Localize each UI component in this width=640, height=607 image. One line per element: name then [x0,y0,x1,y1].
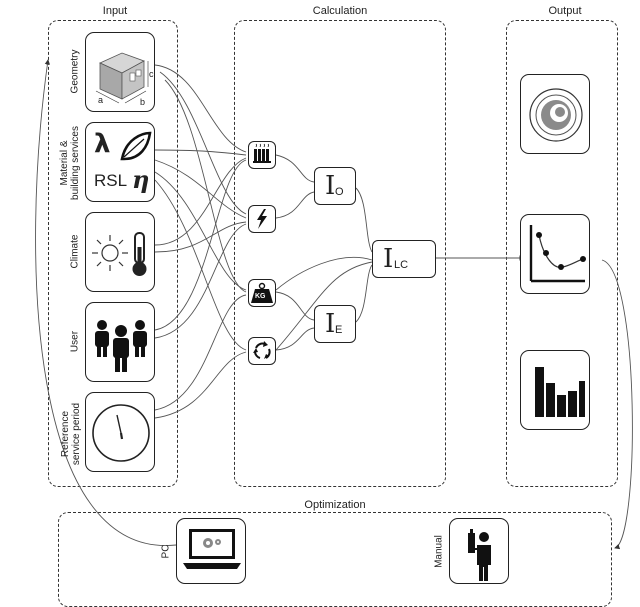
recycle-icon [253,341,271,359]
pc-label: PC [160,544,172,559]
output-title: Output [548,5,582,17]
pc-card[interactable] [176,518,246,584]
connection-lines [35,59,633,550]
eta-symbol: η [132,165,150,194]
material-label-line1: Material & [59,140,70,186]
connector-line [275,191,315,219]
calculation-frame [234,20,446,487]
reference-label: Reference service period [60,389,82,479]
connector-line [275,327,315,351]
ilc-main: I [383,244,394,274]
weight-kg-icon [251,282,273,303]
electricity-node[interactable] [248,205,276,233]
connector-line [164,79,247,293]
connector-line [154,294,247,411]
calculation-title: Calculation [312,5,368,17]
connector-line [154,179,247,351]
connector-line [154,159,247,219]
users-group-icon [95,320,147,372]
ilc-sub: LC [394,259,409,271]
curve-output-card[interactable] [520,214,590,294]
person-manual-icon [468,529,491,581]
lambda-symbol: λ [94,129,111,159]
operational-impact-box[interactable]: I O [314,167,356,205]
connector-line [275,291,315,321]
leaf-icon [120,131,152,161]
output-frame [506,20,618,487]
optimization-title: Optimization [290,499,380,511]
connector-line [154,221,247,253]
connector-line [154,149,247,156]
io-main: I [325,171,336,201]
ie-sub: E [335,324,343,336]
heating-node[interactable] [248,141,276,169]
connector-line [275,261,373,351]
target-diagram-icon [529,88,583,142]
climate-label: Climate [69,234,81,269]
connector-line [154,351,247,419]
feedback-line [601,259,633,550]
geometry-card[interactable]: a b c [85,32,155,112]
connector-line [154,64,247,153]
laptop-gears-icon [183,529,241,569]
optimization-curve-icon [529,225,586,283]
connector-line [154,223,247,339]
material-label-line2: building services [70,126,81,200]
manual-card[interactable] [449,518,509,584]
connector-line [275,256,373,291]
bar-chart-icon [535,367,585,417]
embodied-impact-box[interactable]: I E [314,305,356,343]
user-card[interactable] [85,302,155,382]
reference-label-line1: Reference [60,410,71,458]
material-card[interactable]: λ RSL η [85,122,155,202]
weight-node[interactable]: KG [248,279,276,307]
dim-c-label: c [149,69,154,79]
io-sub: O [335,186,344,198]
sun-thermometer-icon [92,232,147,276]
connector-line [275,154,315,183]
connector-line [355,187,373,253]
weight-text: KG [255,293,266,300]
ie-main: I [325,309,336,339]
input-title: Input [102,5,128,17]
feedback-line [35,59,177,546]
connector-line [159,71,247,215]
electricity-icon [257,209,267,229]
manual-label: Manual [433,535,445,568]
house-geometry-icon [95,52,149,104]
bar-output-card[interactable] [520,350,590,430]
reference-card[interactable] [85,392,155,472]
connector-line [355,264,373,323]
lifecycle-impact-box[interactable]: I LC [372,240,436,278]
clock-icon [92,404,150,462]
user-label: User [69,330,81,353]
dim-a-label: a [98,95,104,105]
connector-line [154,157,247,246]
geometry-label: Geometry [69,49,81,94]
target-output-card[interactable] [520,74,590,154]
radiator-icon [253,143,271,163]
material-label: Material & building services [59,113,81,213]
climate-card[interactable] [85,212,155,292]
connector-line [154,171,247,291]
reference-label-line2: service period [71,402,82,466]
dim-b-label: b [140,97,146,107]
input-frame [48,20,178,487]
connector-line [154,159,247,331]
recycle-node[interactable] [248,337,276,365]
rsl-symbol: RSL [94,171,128,190]
